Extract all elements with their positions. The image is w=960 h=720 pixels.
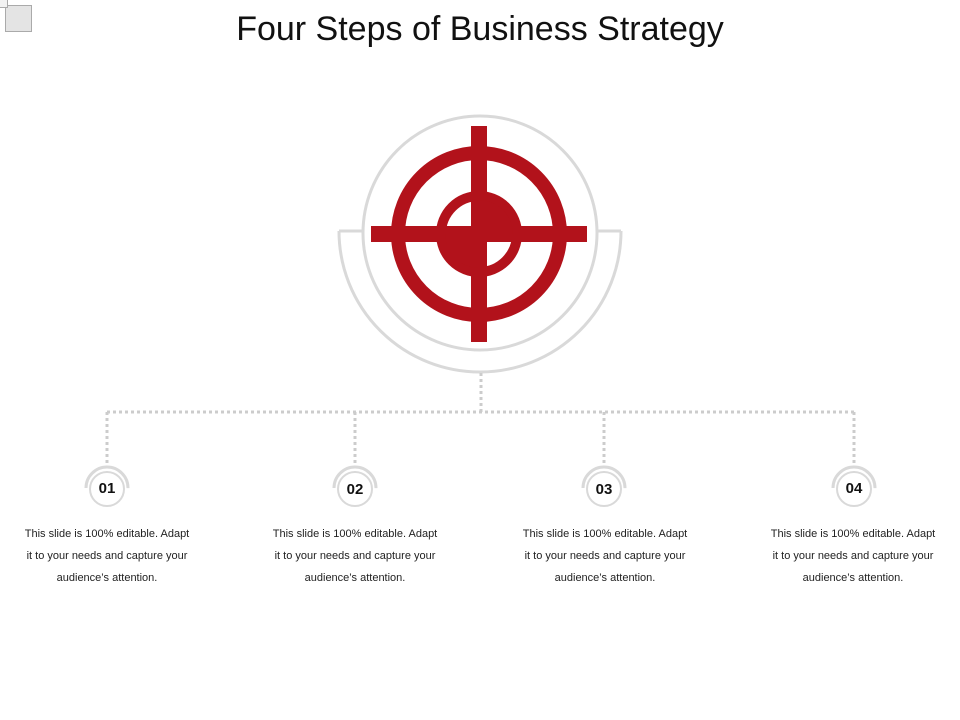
step-description-4: This slide is 100% editable. Adapt it to… — [770, 528, 936, 584]
step-number-3: 03 — [595, 481, 613, 498]
step-number-4: 04 — [845, 480, 863, 497]
step-description-3: This slide is 100% editable. Adapt it to… — [522, 528, 688, 584]
step-badge-4 — [831, 465, 877, 511]
step-badge-2 — [332, 465, 378, 511]
step-badge-1 — [84, 465, 130, 511]
step-description-1: This slide is 100% editable. Adapt it to… — [24, 528, 190, 584]
outer-ring — [361, 114, 599, 352]
target-crosshair-icon — [371, 126, 587, 342]
corner-marker — [0, 0, 8, 8]
step-badge-3 — [581, 465, 627, 511]
step-number-2: 02 — [346, 481, 364, 498]
step-number-1: 01 — [98, 480, 116, 497]
connector-lines — [105, 373, 856, 468]
base-arc — [337, 230, 623, 374]
slide-thumbnail-handle[interactable] — [5, 5, 32, 32]
slide-title: Four Steps of Business Strategy — [236, 10, 724, 48]
step-description-2: This slide is 100% editable. Adapt it to… — [272, 528, 438, 584]
